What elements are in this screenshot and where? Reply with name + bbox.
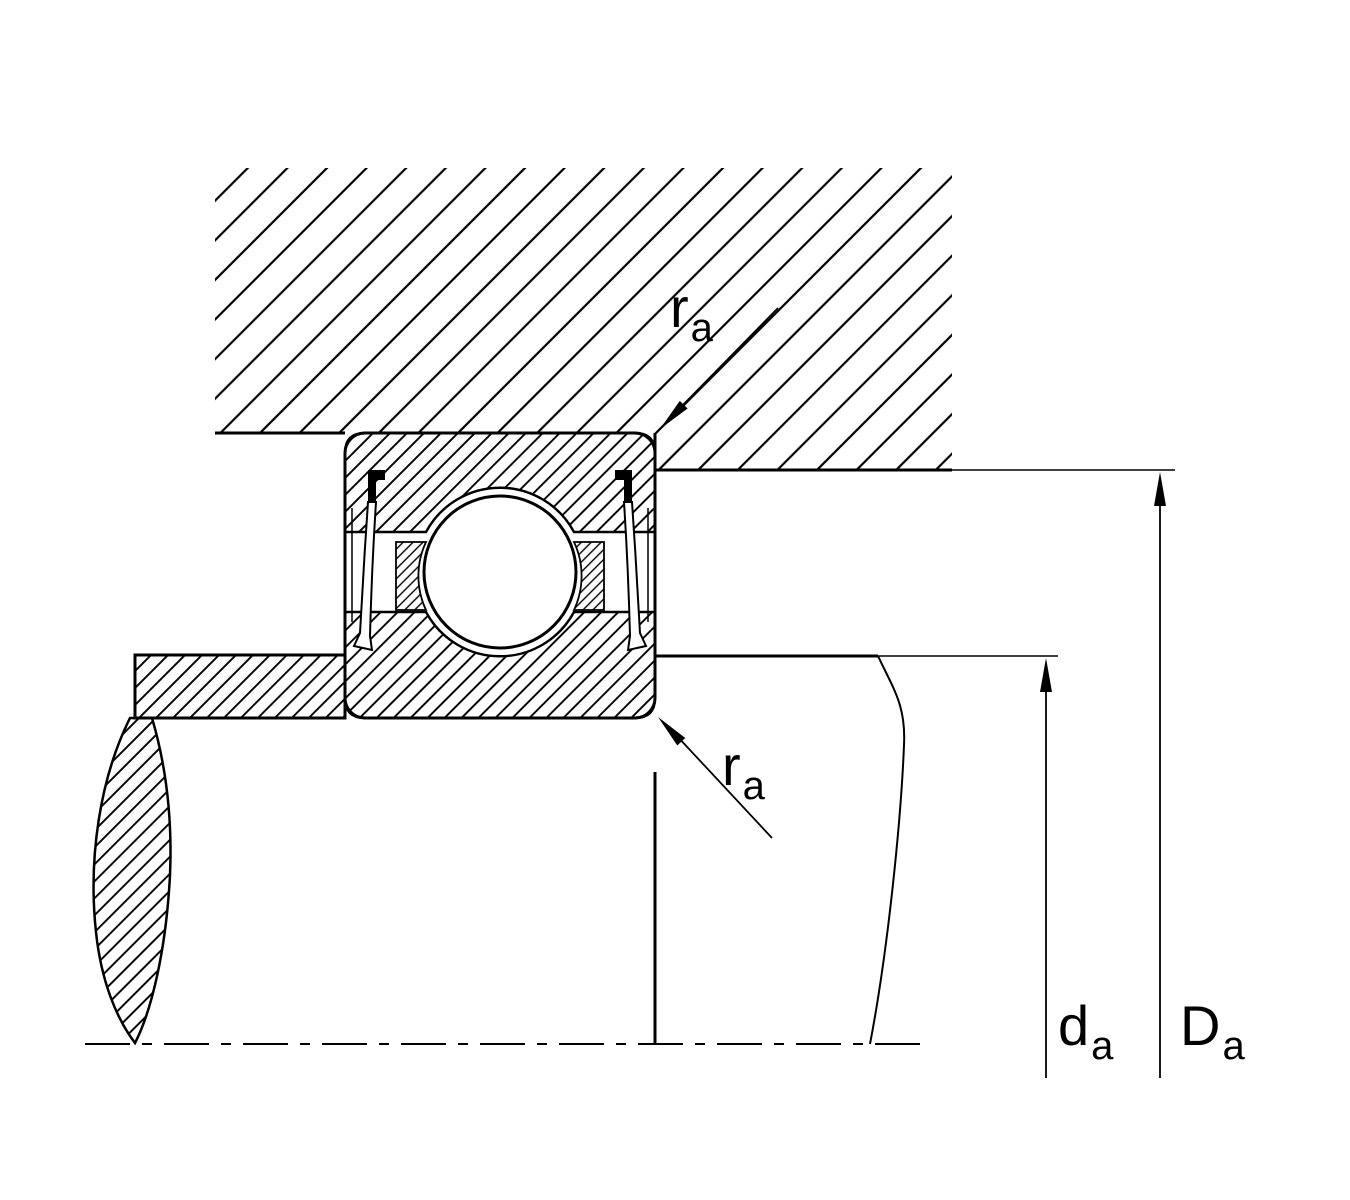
cage-section-right <box>572 541 605 611</box>
label-Da-sub: a <box>1222 1024 1245 1068</box>
label-Da-base: D <box>1180 994 1221 1057</box>
label-da-base: d <box>1058 994 1090 1057</box>
bearing-inner-ring <box>343 610 657 720</box>
shaft-section <box>85 653 925 1046</box>
seal-right-anchor <box>615 470 632 502</box>
seal-left-body <box>352 501 378 652</box>
label-ra-top: ra <box>670 280 713 350</box>
ra-top-arrowhead <box>660 400 688 429</box>
seal-right <box>615 470 648 652</box>
label-ra-top-sub: a <box>690 306 713 350</box>
ra-top-leader <box>677 307 779 411</box>
Da-arrowhead <box>1154 472 1166 506</box>
label-ra-bottom-sub: a <box>742 764 765 808</box>
label-ra-top-base: r <box>670 276 689 339</box>
shaft-end-contour <box>869 655 906 1045</box>
bearing-outer-ring <box>343 431 657 534</box>
cage-section-left <box>395 541 428 611</box>
label-da-sub: a <box>1091 1024 1114 1068</box>
housing-section <box>215 168 952 472</box>
housing-hatch-area <box>215 168 952 470</box>
shaft-break-section <box>92 716 172 1046</box>
seal-left-anchor <box>368 470 385 502</box>
dimensions <box>658 307 1175 1078</box>
label-ra-bottom: ra <box>722 738 765 808</box>
ra-bottom-leader <box>675 734 773 839</box>
shaft-abutment-collar <box>133 653 347 720</box>
label-da: da <box>1058 998 1114 1068</box>
da-arrowhead <box>1040 658 1052 692</box>
ball <box>422 494 578 650</box>
seal-right-body <box>622 501 648 652</box>
bearing-cross-section <box>343 431 657 720</box>
seal-left <box>352 470 385 652</box>
label-ra-bottom-base: r <box>722 734 741 797</box>
ra-bottom-arrowhead <box>658 717 686 746</box>
label-Da: Da <box>1180 998 1245 1068</box>
